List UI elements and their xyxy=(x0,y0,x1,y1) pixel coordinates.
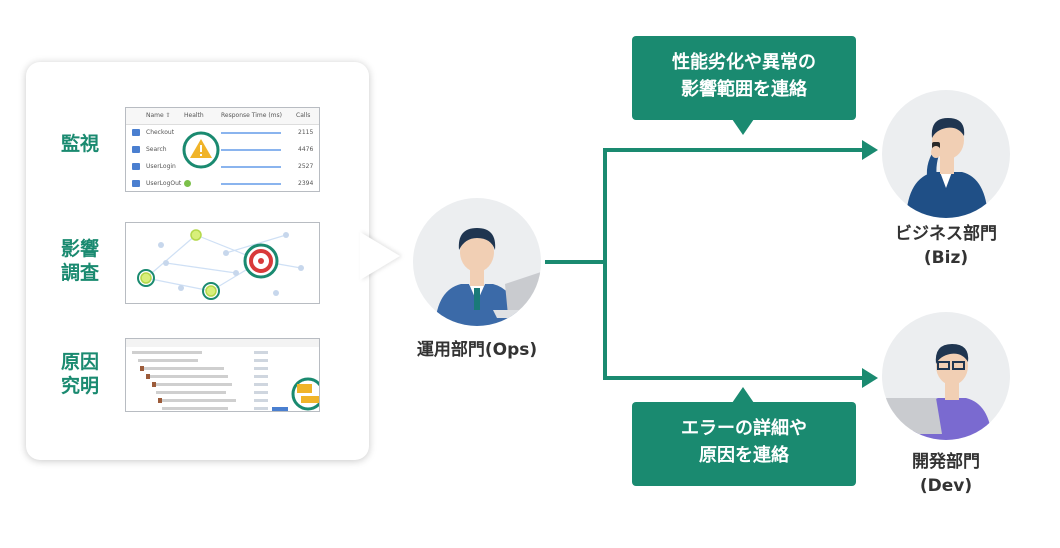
row-calls: 4476 xyxy=(298,146,314,153)
monitoring-table-thumbnail: Name ⇧ Health Response Time (ms) Calls C… xyxy=(125,107,320,192)
biz-person-illustration xyxy=(882,90,1010,218)
health-ok-icon xyxy=(184,180,191,187)
row-name: Search xyxy=(146,146,167,153)
app-icon xyxy=(132,163,140,170)
row-calls: 2115 xyxy=(298,129,314,136)
app-icon xyxy=(132,129,140,136)
biz-label-code: (Biz) xyxy=(923,248,969,268)
callout-error: エラーの詳細や 原因を連絡 xyxy=(632,402,856,486)
trace-tree-thumbnail xyxy=(125,338,320,412)
column-header: Response Time (ms) xyxy=(221,112,282,119)
connector-vertical xyxy=(603,148,607,380)
table-row: Search 4476 xyxy=(126,142,319,158)
column-header: Name ⇧ xyxy=(146,112,171,119)
column-header: Health xyxy=(184,112,204,119)
dev-label-name: 開発部門 xyxy=(912,452,980,472)
row-name: UserLogin xyxy=(146,163,176,170)
section-label-monitoring: 監視 xyxy=(60,133,99,155)
callout-line: 影響範囲を連絡 xyxy=(681,79,807,100)
connector-to-biz xyxy=(603,148,865,152)
speech-bubble-tail xyxy=(360,232,400,280)
callout-line: エラーの詳細や xyxy=(681,418,807,439)
ops-person-illustration xyxy=(413,198,541,326)
table-row: UserLogOut 2394 xyxy=(126,176,319,191)
row-calls: 2527 xyxy=(298,163,314,170)
trace-tree xyxy=(126,339,319,411)
ops-label: 運用部門(Ops) xyxy=(416,340,538,360)
table-header: Name ⇧ Health Response Time (ms) Calls xyxy=(126,108,319,125)
callout-pointer xyxy=(732,387,754,403)
cause-highlight xyxy=(291,377,319,411)
biz-label-name: ビジネス部門 xyxy=(895,224,997,244)
arrow-right-icon xyxy=(862,140,878,160)
row-calls: 2394 xyxy=(298,180,314,187)
callout-impact: 性能劣化や異常の 影響範囲を連絡 xyxy=(632,36,856,120)
table-row: Checkout 2115 xyxy=(126,125,319,141)
column-header: Calls xyxy=(296,112,311,119)
row-name: UserLogOut xyxy=(146,180,182,187)
dev-person-illustration xyxy=(882,312,1010,440)
flow-map-thumbnail xyxy=(125,222,320,304)
section-label-impact: 影響 調査 xyxy=(60,238,99,284)
sparkline xyxy=(221,132,281,134)
callout-line: 原因を連絡 xyxy=(699,445,789,466)
warning-highlight xyxy=(182,131,220,169)
table-row: UserLogin 2527 xyxy=(126,159,319,175)
callout-line: 性能劣化や異常の xyxy=(672,52,816,73)
app-icon xyxy=(132,180,140,187)
biz-label: ビジネス部門 (Biz) xyxy=(882,222,1010,270)
sparkline xyxy=(221,183,281,185)
row-name: Checkout xyxy=(146,129,175,136)
section-label-cause: 原因 究明 xyxy=(60,351,99,397)
dev-label: 開発部門 (Dev) xyxy=(882,450,1010,498)
dev-label-code: (Dev) xyxy=(919,476,973,496)
flow-map xyxy=(137,229,304,300)
callout-pointer xyxy=(732,119,754,135)
app-icon xyxy=(132,146,140,153)
sparkline xyxy=(221,166,281,168)
connector-ops xyxy=(545,260,605,264)
arrow-right-icon xyxy=(862,368,878,388)
connector-to-dev xyxy=(603,376,865,380)
sparkline xyxy=(221,149,281,151)
